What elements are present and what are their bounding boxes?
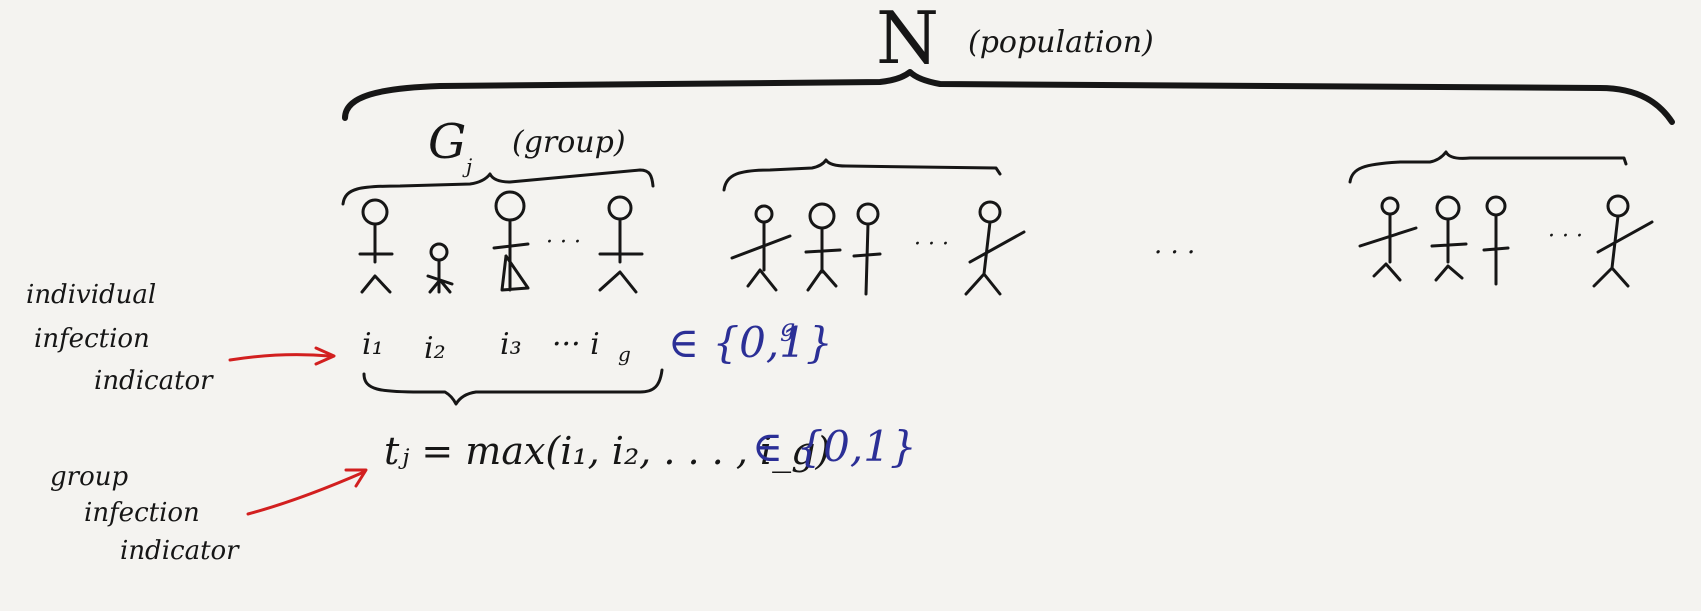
person-figure: [1358, 196, 1418, 282]
person-figure: [492, 190, 530, 292]
indicator-term: i₂: [424, 331, 446, 366]
person-figure: [426, 242, 454, 294]
individual-arrow: [228, 353, 332, 362]
group-indicator-set: ∈ {0,1}: [752, 422, 917, 471]
person-figure: [1430, 195, 1468, 282]
ellipsis: · · ·: [1548, 224, 1583, 249]
group-label: (group): [512, 125, 626, 160]
person-figure: [852, 202, 882, 296]
group-arrow: [246, 470, 366, 516]
individual-arrowhead: [314, 346, 336, 366]
annotation-individual: individual: [26, 280, 157, 310]
person-figure: [1592, 194, 1654, 288]
ellipsis: · · ·: [914, 232, 949, 257]
person-figure: [598, 195, 644, 294]
group-brace-3: [1348, 150, 1628, 184]
annotation-group: indicator: [120, 536, 239, 566]
ellipsis: · · ·: [546, 230, 581, 255]
person-figure: [804, 202, 842, 292]
population-brace: [342, 69, 1675, 125]
annotation-group: group: [50, 462, 129, 492]
ellipsis: · · ·: [1154, 238, 1196, 268]
person-figure: [730, 204, 792, 292]
indicator-brace: [362, 368, 664, 406]
indicator-term: i₃: [500, 327, 522, 362]
indicator-term: ··· i: [552, 327, 600, 362]
group-brace: [341, 168, 655, 206]
indicator-term: i₁: [362, 327, 384, 362]
indicator-set: ∈ {0,1}: [668, 318, 833, 367]
annotation-group: infection: [84, 498, 200, 528]
person-figure: [358, 198, 394, 294]
person-figure: [964, 200, 1026, 296]
group-indicator-formula: tⱼ = max(i₁, i₂, . . . , i_g): [384, 429, 831, 473]
group-symbol: G: [428, 114, 467, 170]
group-arrowhead: [344, 468, 368, 488]
indicator-term: g: [618, 342, 631, 366]
person-figure: [1482, 195, 1510, 286]
population-symbol: N: [876, 0, 939, 80]
group-subscript: j: [466, 154, 473, 178]
annotation-individual: indicator: [94, 366, 213, 396]
indicator-set-exponent: g: [780, 314, 796, 342]
population-label: (population): [968, 25, 1154, 60]
group-brace-2: [722, 158, 1002, 192]
annotation-individual: infection: [34, 324, 150, 354]
